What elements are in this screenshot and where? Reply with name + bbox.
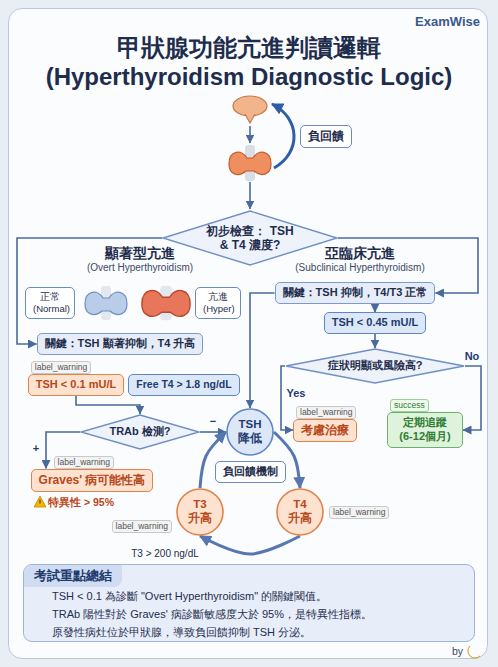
node-text: 定期追蹤 (6-12個月) — [395, 416, 455, 444]
node-text: 關鍵：TSH 顯著抑制，T4 升高 — [45, 337, 196, 351]
threshold-note: T3 > 200 ng/dL — [131, 548, 199, 560]
status-tag: label_warning — [296, 406, 356, 419]
node-text: Free T4 > 1.8 ng/dL — [136, 378, 231, 391]
threshold-box: label_warningTSH < 0.1 mU/L — [28, 374, 124, 396]
diamond-shape — [163, 211, 337, 265]
node-text: TSH 降低 — [235, 418, 265, 446]
node-text: 負回饋機制 — [223, 465, 278, 479]
thyroid-gland — [142, 291, 190, 317]
warning-icon — [34, 496, 46, 507]
cycle-circle: TSH 降低 — [226, 408, 274, 456]
specificity-note: 特異性 > 95% — [48, 496, 114, 509]
decision-diamond: 初步檢查： TSH & T4 濃度? — [162, 210, 338, 266]
edge-label: No — [463, 349, 482, 363]
node-text: 考慮治療 — [301, 423, 349, 438]
node-text: 正常 (Normal) — [33, 291, 67, 315]
status-tag: success — [390, 399, 429, 412]
decision-diamond: TRAb 檢測? — [80, 414, 200, 450]
node-text: TRAb 檢測? — [95, 425, 185, 438]
outcome-box: label_warning考慮治療 — [293, 419, 357, 442]
node-text: 負回饋 — [308, 129, 344, 144]
pituitary-stalk — [245, 114, 255, 123]
summary-panel: 考試重點總結 TSH < 0.1 為診斷 "Overt Hyperthyroidi… — [23, 564, 475, 642]
callout-box: 亢進 (Hyper) — [195, 287, 241, 319]
decision-diamond: 症狀明顯或風險高? — [285, 348, 465, 384]
credit-label: by — [452, 645, 463, 658]
node-text: 亢進 (Hyper) — [203, 291, 233, 315]
branch-heading: 顯著型亢進 — [105, 245, 175, 262]
normal-thyroid — [85, 286, 127, 320]
key-box: 關鍵：TSH 顯著抑制，T4 升高 — [37, 333, 204, 355]
flow-connector — [463, 366, 481, 430]
cycle-circle: T4 升高label_warning — [276, 488, 324, 536]
node-text: T3 升高 — [185, 498, 215, 526]
circle-shape — [227, 409, 273, 455]
hyper-thyroid — [142, 286, 190, 321]
hormone-arrow — [249, 126, 251, 143]
threshold-box: TSH < 0.45 mU/L — [324, 312, 427, 334]
page-title: 甲狀腺功能亢進判讀邏輯 (Hyperthyroidism Diagnostic … — [29, 34, 469, 92]
diamond-shape — [81, 415, 199, 449]
callout-box: 正常 (Normal) — [25, 287, 75, 319]
status-tag: label_warning — [54, 456, 114, 469]
cycle-center-box: 負回饋機制 — [215, 461, 286, 483]
flow-connector — [250, 293, 275, 408]
warning-mark — [40, 500, 41, 504]
node-text: TSH < 0.1 mU/L — [36, 378, 116, 392]
status-tag: label_warning — [112, 520, 172, 533]
brand-label: ExamWise — [415, 14, 480, 30]
node-text: 症狀明顯或風險高? — [315, 359, 435, 372]
flow-connector — [200, 431, 226, 433]
status-tag: label_warning — [329, 506, 389, 519]
flow-arrow — [249, 182, 251, 209]
node-text: TSH < 0.45 mU/L — [332, 316, 419, 330]
edge-label: + — [31, 441, 41, 455]
circle-shape — [277, 489, 323, 535]
status-tag: label_warning — [31, 361, 91, 374]
cycle-circle: label_warningT3 升高 — [176, 488, 224, 536]
thyroid-gland — [229, 152, 271, 174]
threshold-box: Free T4 > 1.8 ng/dL — [128, 374, 239, 395]
flow-connector — [374, 304, 376, 312]
panel-heading: 考試重點總結 — [24, 565, 122, 587]
diamond-shape — [286, 349, 464, 383]
summary-line: TRAb 陽性對於 Graves' 病診斷敏感度大於 95%，是特異性指標。 — [52, 607, 372, 621]
flow-connector — [374, 334, 376, 348]
edge-label: − — [208, 414, 218, 428]
thyroid-figure — [229, 145, 271, 181]
edge-label: Yes — [285, 386, 308, 400]
branch-subheading: (Subclinical Hyperthyroidism) — [295, 262, 424, 274]
circle-shape — [177, 489, 223, 535]
thyroid-gland — [85, 292, 127, 314]
outcome-box: success定期追蹤 (6-12個月) — [387, 412, 463, 448]
feedback-box: 負回饋 — [300, 125, 352, 148]
logo-icon — [468, 646, 480, 658]
node-text: Graves' 病可能性高 — [39, 473, 146, 488]
node-text: 初步檢查： TSH & T4 濃度? — [202, 224, 298, 253]
key-box: 關鍵：TSH 抑制，T4/T3 正常 — [275, 282, 436, 304]
cycle-arrow — [200, 536, 300, 554]
node-text: 關鍵：TSH 抑制，T4/T3 正常 — [283, 286, 428, 300]
summary-line: 原發性病灶位於甲狀腺，導致負回饋抑制 TSH 分泌。 — [52, 625, 311, 639]
pituitary-gland — [233, 96, 267, 116]
summary-line: TSH < 0.1 為診斷 "Overt Hyperthyroidism" 的關… — [52, 589, 327, 603]
branch-heading: 亞臨床亢進 — [325, 245, 395, 262]
flow-connector — [76, 396, 140, 414]
branch-subheading: (Overt Hyperthyroidism) — [87, 262, 193, 274]
outcome-box: label_warningGraves' 病可能性高 — [31, 469, 154, 492]
feedback-arrow — [272, 104, 294, 168]
node-text: T4 升高 — [285, 498, 315, 526]
